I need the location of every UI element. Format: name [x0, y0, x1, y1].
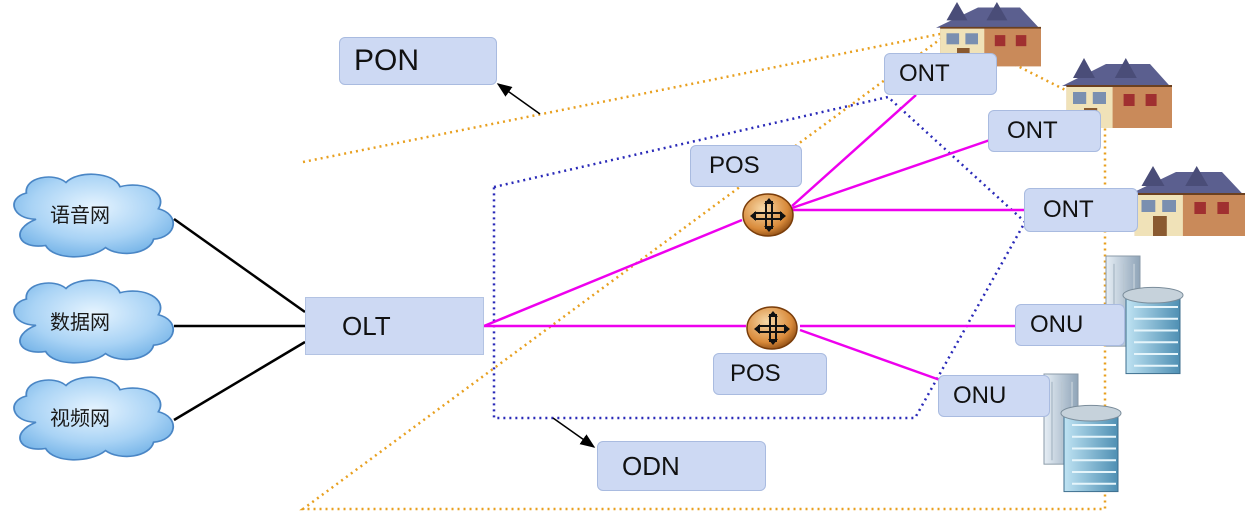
- data-network-label: 数据网: [50, 310, 110, 334]
- onu-box-1: ONU: [1015, 304, 1125, 346]
- building-icon-2: [1043, 373, 1122, 493]
- olt-box: OLT: [305, 297, 484, 355]
- pos-bottom-box: POS: [713, 353, 827, 395]
- ont-box-1: ONT: [884, 53, 997, 95]
- pos-bottom-label: POS: [730, 360, 781, 387]
- onu-1-label: ONU: [1030, 311, 1084, 338]
- odn-label-box: ODN: [597, 441, 766, 491]
- link-video-olt: [173, 340, 306, 422]
- ont-2-label: ONT: [1007, 117, 1058, 144]
- pon-label: PON: [354, 44, 420, 77]
- pos-top-label: POS: [709, 152, 760, 179]
- fiber-links: [483, 94, 1024, 382]
- pos-splitter-bottom-icon: [746, 306, 798, 350]
- house-icon-3: [1128, 164, 1247, 238]
- onu-box-2: ONU: [938, 375, 1050, 417]
- pon-boundary: [299, 30, 1107, 511]
- fiber-pos-ont-2: [791, 138, 991, 210]
- onu-2-label: ONU: [953, 382, 1007, 409]
- odn-label: ODN: [622, 450, 680, 481]
- odn-boundary: [492, 95, 1027, 420]
- ont-3-label: ONT: [1043, 196, 1094, 223]
- ont-1-label: ONT: [899, 60, 950, 87]
- pon-label-box: PON: [339, 37, 497, 85]
- pos-top-box: POS: [690, 145, 802, 187]
- link-voice-olt: [173, 217, 306, 314]
- ont-box-3: ONT: [1024, 188, 1138, 232]
- video-network-label: 视频网: [50, 406, 110, 430]
- odn-pointer-arrow: [552, 417, 596, 448]
- voice-network-label: 语音网: [50, 203, 110, 227]
- pon-pointer-arrow: [496, 83, 541, 115]
- fiber-pos-ont-1: [791, 94, 917, 207]
- ont-box-2: ONT: [988, 110, 1101, 152]
- pos-splitter-top-icon: [742, 193, 794, 237]
- fiber-olt-pos-top: [483, 218, 743, 328]
- olt-label: OLT: [342, 310, 391, 341]
- fiber-pos-onu-2: [799, 328, 941, 382]
